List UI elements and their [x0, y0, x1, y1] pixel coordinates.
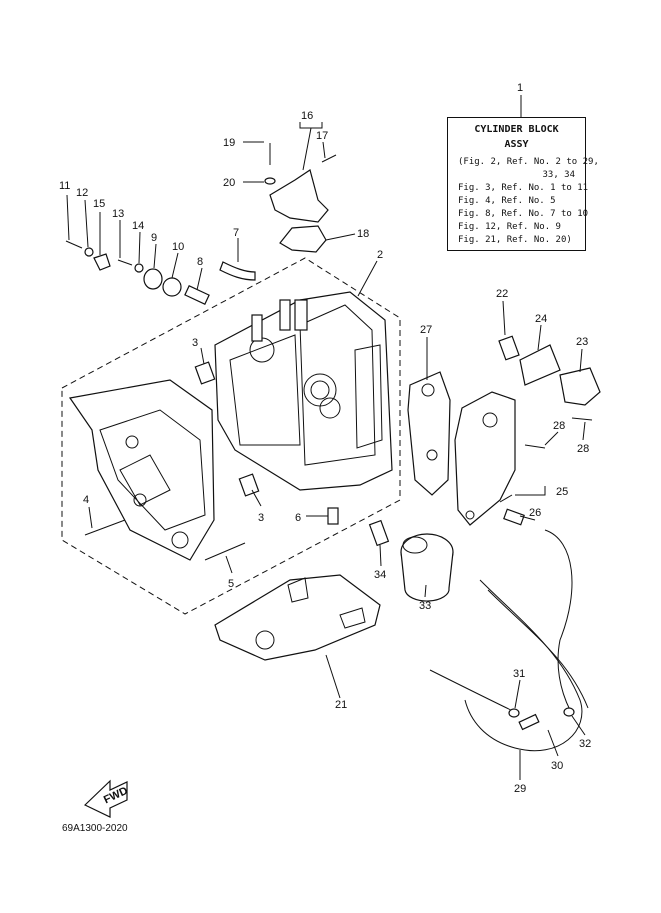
washer-12 [84, 247, 94, 257]
screw-17 [321, 154, 337, 163]
callout-34: 34 [374, 569, 386, 581]
drawing-code: 69A1300-2020 [62, 823, 128, 834]
plate-15 [93, 253, 111, 271]
legend-line: (Fig. 2, Ref. No. 2 to 29, [458, 157, 599, 167]
clip-32 [563, 707, 575, 717]
fitting-30 [518, 713, 540, 731]
callout-24: 24 [535, 313, 547, 325]
callout-27: 27 [420, 324, 432, 336]
stud-34 [368, 519, 390, 547]
callout-19: 19 [223, 137, 235, 149]
callout-16: 16 [301, 110, 313, 122]
callout-33: 33 [419, 600, 431, 612]
legend-line: Fig. 4, Ref. No. 5 [458, 196, 556, 206]
callout-28-a: 28 [553, 420, 565, 432]
dowel-3-b [238, 473, 260, 497]
legend-title-line2: ASSY [504, 139, 529, 150]
legend-line: Fig. 21, Ref. No. 20) [458, 235, 572, 245]
gasket-21 [214, 574, 381, 661]
cylinder-block [214, 291, 393, 491]
callout-23: 23 [576, 336, 588, 348]
sender-22 [498, 335, 520, 361]
dowel-3-a [194, 361, 216, 385]
washer-14 [134, 263, 144, 273]
block-assembly-outline [61, 257, 401, 615]
clip-31 [508, 708, 520, 718]
fwd-arrow-icon: FWD [83, 779, 130, 818]
callout-labels: 1 2 3 3 4 5 6 7 8 9 10 11 12 13 14 15 16… [59, 82, 591, 795]
leader-lines [66, 95, 586, 780]
callout-10: 10 [172, 241, 184, 253]
bolt-13 [117, 259, 133, 266]
callout-4: 4 [83, 494, 89, 506]
callout-13: 13 [112, 208, 124, 220]
callout-26: 26 [529, 507, 541, 519]
gasket-27 [407, 371, 451, 496]
callout-31: 31 [513, 668, 525, 680]
bolt-28-b [571, 417, 593, 421]
thermostat-cover-23 [559, 367, 601, 406]
callout-8: 8 [197, 256, 203, 268]
callout-28-b: 28 [577, 443, 589, 455]
bolt-4 [84, 519, 126, 536]
callout-1: 1 [517, 82, 523, 94]
gasket-18 [279, 225, 327, 253]
bracket-16 [269, 169, 329, 223]
crankcase [68, 379, 215, 561]
legend-line: Fig. 3, Ref. No. 1 to 11 [458, 183, 589, 193]
seal-10 [162, 277, 182, 297]
callout-25: 25 [556, 486, 568, 498]
callout-21: 21 [335, 699, 347, 711]
legend-line: Fig. 8, Ref. No. 7 to 10 [458, 209, 589, 219]
callout-11: 11 [59, 180, 70, 192]
callout-3-a: 3 [192, 337, 198, 349]
callout-29: 29 [514, 783, 526, 795]
callout-3-b: 3 [258, 512, 264, 524]
callout-15: 15 [93, 198, 105, 210]
dowel-6 [327, 507, 339, 525]
cover-25 [454, 391, 516, 526]
callout-20: 20 [223, 177, 235, 189]
callout-18: 18 [357, 228, 369, 240]
callout-30: 30 [551, 760, 563, 772]
callout-17: 17 [316, 130, 328, 142]
bolt-11 [65, 240, 83, 249]
callout-22: 22 [496, 288, 508, 300]
bolt-28-a [524, 444, 546, 449]
callout-9: 9 [151, 232, 157, 244]
legend-line: 33, 34 [542, 170, 575, 180]
pin-8 [184, 285, 210, 305]
fitting-26 [503, 508, 525, 526]
callout-7: 7 [233, 227, 239, 239]
legend-line: Fig. 12, Ref. No. 9 [458, 222, 561, 232]
callout-5: 5 [228, 578, 234, 590]
hose-29-inner [487, 589, 589, 709]
legend-title-line1: CYLINDER BLOCK [474, 124, 559, 135]
gasket-24 [519, 344, 561, 386]
washer-20 [264, 177, 276, 185]
callout-6: 6 [295, 512, 301, 524]
legend-box: CYLINDER BLOCK ASSY (Fig. 2, Ref. No. 2 … [447, 117, 599, 251]
callout-2: 2 [377, 249, 383, 261]
callout-14: 14 [132, 220, 144, 232]
oil-filter-33 [400, 533, 454, 602]
callout-32: 32 [579, 738, 591, 750]
hose-upper [544, 529, 573, 711]
callout-12: 12 [76, 187, 88, 199]
hose-29 [464, 579, 583, 752]
bolt-5 [204, 542, 246, 561]
seal-9 [143, 268, 163, 290]
hose-7 [219, 261, 256, 281]
